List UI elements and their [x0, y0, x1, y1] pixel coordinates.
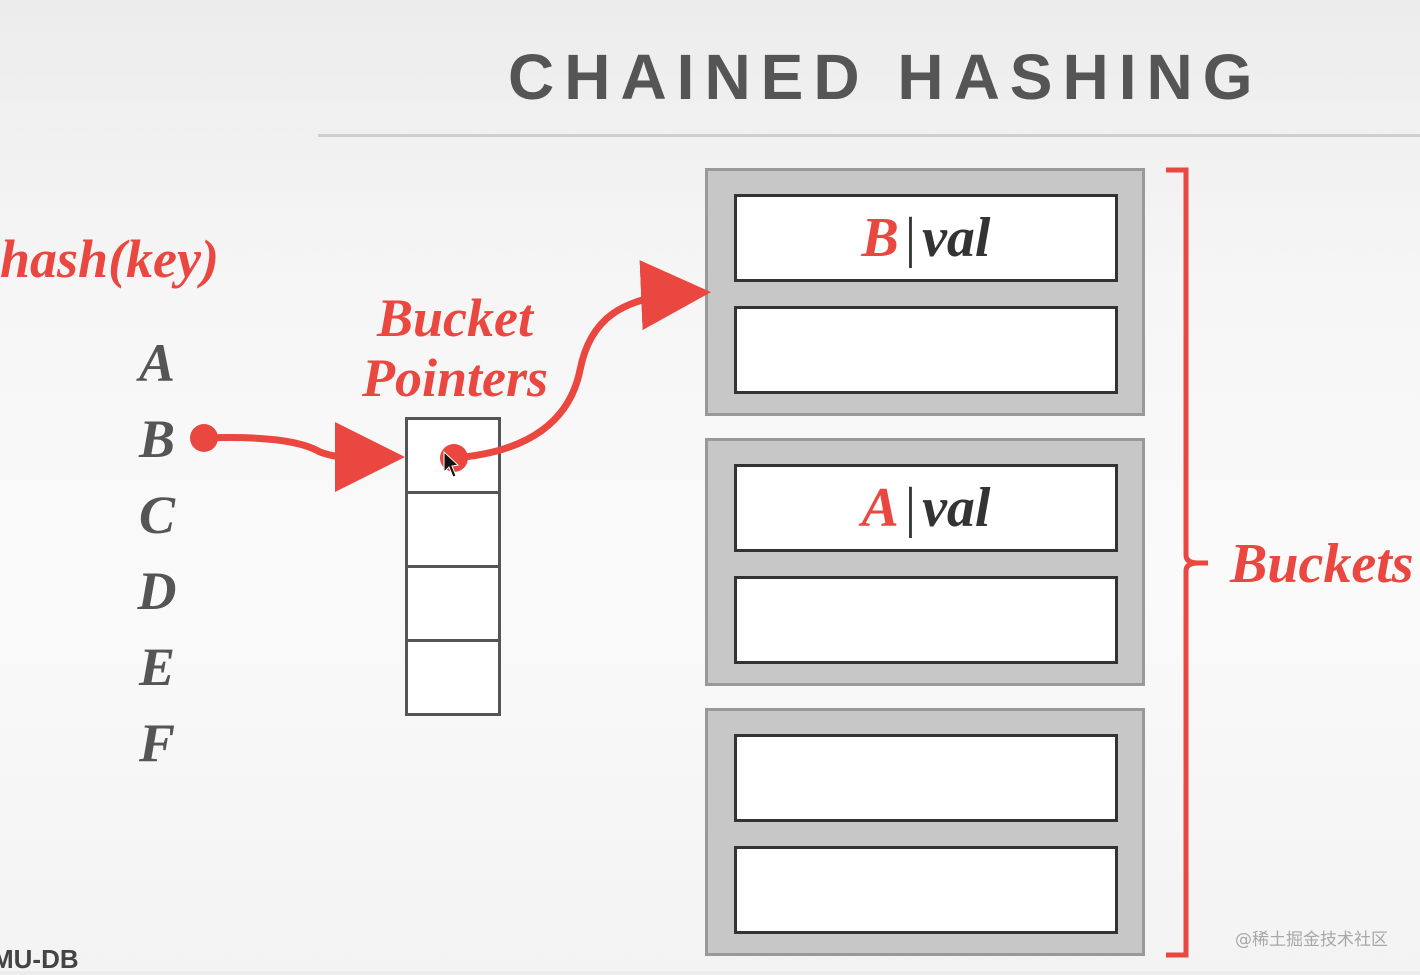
bucket-slot: B|val: [734, 194, 1118, 282]
key-b: B: [138, 409, 176, 469]
key-d: D: [137, 561, 177, 621]
bucket-slot-empty: [734, 306, 1118, 394]
bucket-entry: B|val: [861, 207, 991, 269]
watermark: @稀土掘金技术社区: [1235, 930, 1388, 950]
title-divider: [318, 134, 1420, 137]
bucket-slot-empty: [734, 846, 1118, 934]
key-e: E: [138, 637, 176, 697]
bucket-slot-empty: [734, 576, 1118, 664]
slide-title: CHAINED HASHING: [508, 41, 1263, 113]
footer-logo-text: MU-DB: [0, 944, 79, 974]
bucket-2: A|val: [705, 438, 1145, 686]
bucket-1: B|val: [705, 168, 1145, 416]
bucket-pointers-label: Bucket Pointers: [330, 288, 580, 408]
pointer-to-bucket-arrow: [440, 260, 711, 472]
bucket-slot: A|val: [734, 464, 1118, 552]
pointer-slot: [405, 565, 501, 639]
buckets-bracket: [1166, 167, 1208, 958]
buckets-label: Buckets: [1230, 533, 1414, 595]
bucket-pointer-array: [405, 417, 501, 716]
bucket-entry: A|val: [861, 477, 991, 539]
key-f: F: [138, 713, 176, 773]
bucket-3: [705, 708, 1145, 956]
bucket-slot-empty: [734, 734, 1118, 822]
key-to-pointer-arrow: [190, 422, 405, 493]
mouse-cursor-icon: [443, 450, 460, 478]
hash-function-label: hash(key): [0, 229, 219, 289]
pointer-slot: [405, 491, 501, 565]
key-a: A: [138, 333, 176, 393]
bucket-pointers-label-line1: Bucket: [377, 288, 533, 348]
pointer-slot: [405, 639, 501, 716]
bucket-pointers-label-line2: Pointers: [361, 348, 549, 408]
key-c: C: [138, 485, 176, 545]
